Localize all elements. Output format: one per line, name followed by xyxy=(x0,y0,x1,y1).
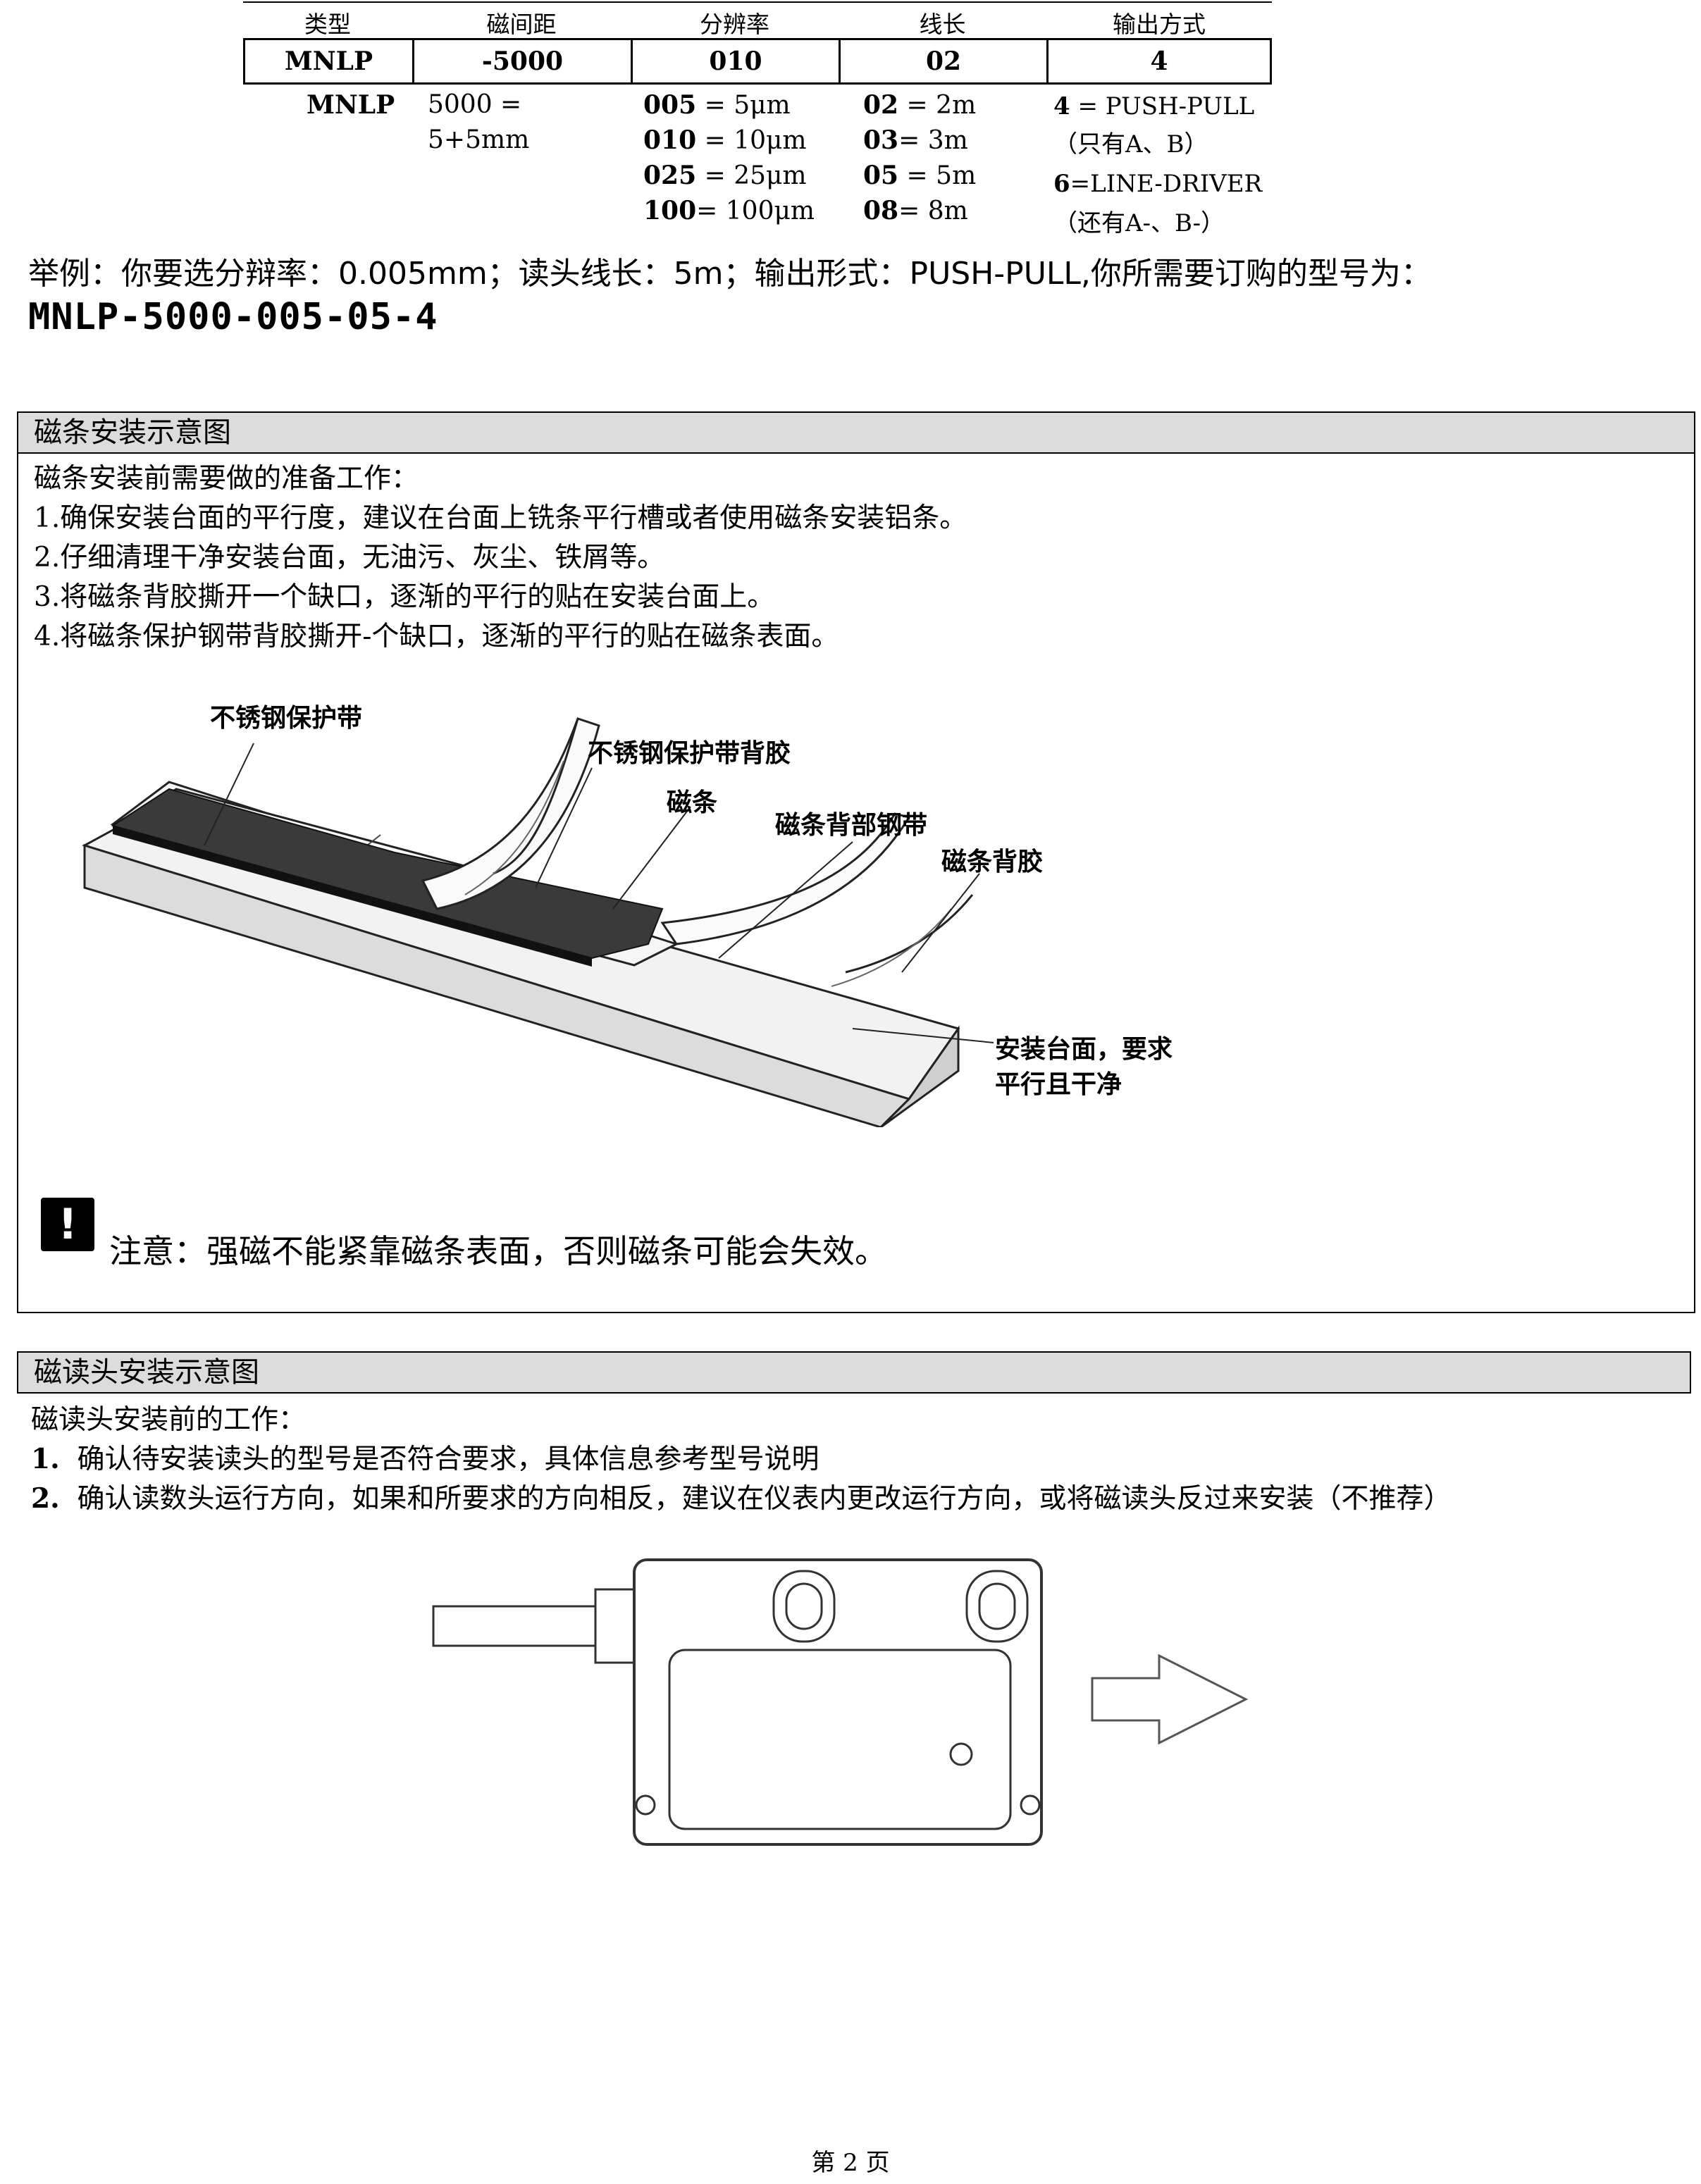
strip-step: 1.确保安装台面的平行度，建议在台面上铣条平行槽或者使用磁条安装铝条。 xyxy=(34,502,967,534)
value-type: MNLP xyxy=(245,40,414,82)
page-number: 第 2 页 xyxy=(811,2149,890,2177)
strip-intro: 磁条安装前需要做的准备工作： xyxy=(34,463,419,495)
label-backing-adhesive: 磁条背胶 xyxy=(941,848,1044,876)
warning-icon-glyph: ! xyxy=(58,1200,78,1249)
mounting-surface-front xyxy=(83,843,911,1127)
value-resolution: 010 xyxy=(633,40,841,82)
screw-hole xyxy=(1020,1794,1041,1816)
header-pitch: 磁间距 xyxy=(486,11,557,38)
resolution-option: 025 = 25μm xyxy=(643,158,807,194)
output-code: 6 xyxy=(1053,170,1070,198)
resolution-option: 100= 100μm xyxy=(643,193,815,229)
cable-code: 05 xyxy=(863,161,899,190)
example-model-number: MNLP-5000-005-05-4 xyxy=(28,296,438,338)
example-text: 举例：你要选分辩率：0.005mm；读头线长：5m；输出形式：PUSH-PULL… xyxy=(28,256,1432,292)
resolution-desc: = 25μm xyxy=(696,161,807,190)
resolution-option: 010 = 10μm xyxy=(643,123,807,159)
value-pitch: -5000 xyxy=(414,40,633,82)
resolution-code: 005 xyxy=(643,90,697,120)
head-step: 1. 确认待安装读头的型号是否符合要求，具体信息参考型号说明 xyxy=(31,1437,819,1477)
output-option: （还有A-、B-） xyxy=(1053,206,1225,241)
strip-step: 2.仔细清理干净安装台面，无油污、灰尘、铁屑等。 xyxy=(34,542,665,573)
output-desc: （只有A、B） xyxy=(1053,130,1208,159)
cable-option: 05 = 5m xyxy=(863,158,976,194)
head-installation-section-header: 磁读头安装示意图 xyxy=(17,1351,1691,1394)
pitch-option-1: 5000 = xyxy=(428,90,522,119)
resolution-code: 100 xyxy=(643,196,697,225)
strip-step: 4.将磁条保护钢带背胶撕开-个缺口，逐渐的平行的贴在磁条表面。 xyxy=(34,621,839,652)
section-title: 磁读头安装示意图 xyxy=(18,1353,1690,1392)
step-text: 确认待安装读头的型号是否符合要求，具体信息参考型号说明 xyxy=(77,1444,819,1475)
value-output: 4 xyxy=(1150,46,1168,76)
pitch-option-2: 5+5mm xyxy=(428,125,530,154)
cable-code: 03 xyxy=(863,125,899,155)
cover-tape-peel xyxy=(421,717,600,910)
label-backing-steel: 磁条背部钢带 xyxy=(775,811,928,840)
head-intro: 磁读头安装前的工作： xyxy=(31,1404,307,1436)
type-option: MNLP xyxy=(307,90,395,120)
resolution-desc: = 5μm xyxy=(696,91,791,120)
resolution-code: 010 xyxy=(643,125,697,155)
head-step: 2. 确认读数头运行方向，如果和所要求的方向相反，建议在仪表内更改运行方向，或将… xyxy=(31,1477,1452,1516)
cable-desc: = 8m xyxy=(898,197,968,225)
cable-gland xyxy=(594,1588,636,1664)
header-output: 输出方式 xyxy=(1113,11,1206,38)
cable-desc: = 2m xyxy=(898,91,977,120)
label-mounting-surface: 平行且干净 xyxy=(995,1070,1122,1099)
cable-desc: = 3m xyxy=(898,126,968,155)
output-option: （只有A、B） xyxy=(1053,127,1208,162)
screw-hole xyxy=(635,1794,656,1816)
cable xyxy=(432,1605,597,1647)
warning-icon: ! xyxy=(41,1198,94,1251)
label-magnetic-strip: 磁条 xyxy=(667,788,718,817)
step-text: 确认读数头运行方向，如果和所要求的方向相反，建议在仪表内更改运行方向，或将磁读头… xyxy=(77,1483,1452,1515)
output-desc: （还有A-、B-） xyxy=(1053,209,1225,237)
output-option: 4 = PUSH-PULL xyxy=(1053,89,1254,124)
table-header-row: 类型 磁间距 分辨率 线长 输出方式 xyxy=(243,1,1272,39)
cable-option: 08= 8m xyxy=(863,193,968,229)
value-cable-length: 02 xyxy=(841,40,1049,82)
cable-option: 02 = 2m xyxy=(863,87,976,123)
indicator-hole xyxy=(949,1742,973,1766)
resolution-option: 005 = 5μm xyxy=(643,87,791,123)
label-cover-tape: 不锈钢保护带 xyxy=(210,704,363,733)
cable-code: 02 xyxy=(863,90,899,120)
output-option: 6=LINE-DRIVER xyxy=(1053,166,1262,201)
section-title: 磁条安装示意图 xyxy=(18,413,1694,454)
backing-tape-peel xyxy=(660,812,911,945)
output-desc: =LINE-DRIVER xyxy=(1070,170,1263,198)
magnetic-strip-edge xyxy=(113,826,592,967)
resolution-desc: = 100μm xyxy=(696,197,815,225)
cable-code: 08 xyxy=(863,196,899,225)
read-head-sensor-face xyxy=(668,1649,1012,1830)
label-mounting-surface: 安装台面，要求 xyxy=(995,1035,1173,1064)
mounting-surface-side xyxy=(879,1025,960,1127)
table-value-row: MNLP -5000 010 02 4 xyxy=(243,38,1272,85)
strip-step: 3.将磁条背胶撕开一个缺口，逐渐的平行的贴在安装台面上。 xyxy=(34,581,775,613)
step-number: 1. xyxy=(31,1443,60,1475)
output-desc: = PUSH-PULL xyxy=(1070,92,1255,120)
cable-desc: = 5m xyxy=(898,161,977,190)
label-cover-adhesive: 不锈钢保护带背胶 xyxy=(588,739,791,768)
step-number: 2. xyxy=(31,1482,60,1515)
output-code: 4 xyxy=(1053,92,1070,120)
direction-arrow-icon xyxy=(1091,1653,1249,1745)
resolution-desc: = 10μm xyxy=(696,126,807,155)
header-type: 类型 xyxy=(304,11,351,38)
header-cable-length: 线长 xyxy=(919,11,966,38)
strip-installation-diagram xyxy=(82,717,994,1127)
cable-option: 03= 3m xyxy=(863,123,968,159)
warning-text: 注意：强磁不能紧靠磁条表面，否则磁条可能会失效。 xyxy=(109,1232,887,1270)
header-resolution: 分辨率 xyxy=(700,11,769,38)
strip-installation-section: 磁条安装示意图 xyxy=(17,411,1695,1313)
read-head-diagram xyxy=(432,1558,1249,1846)
resolution-code: 025 xyxy=(643,161,697,190)
